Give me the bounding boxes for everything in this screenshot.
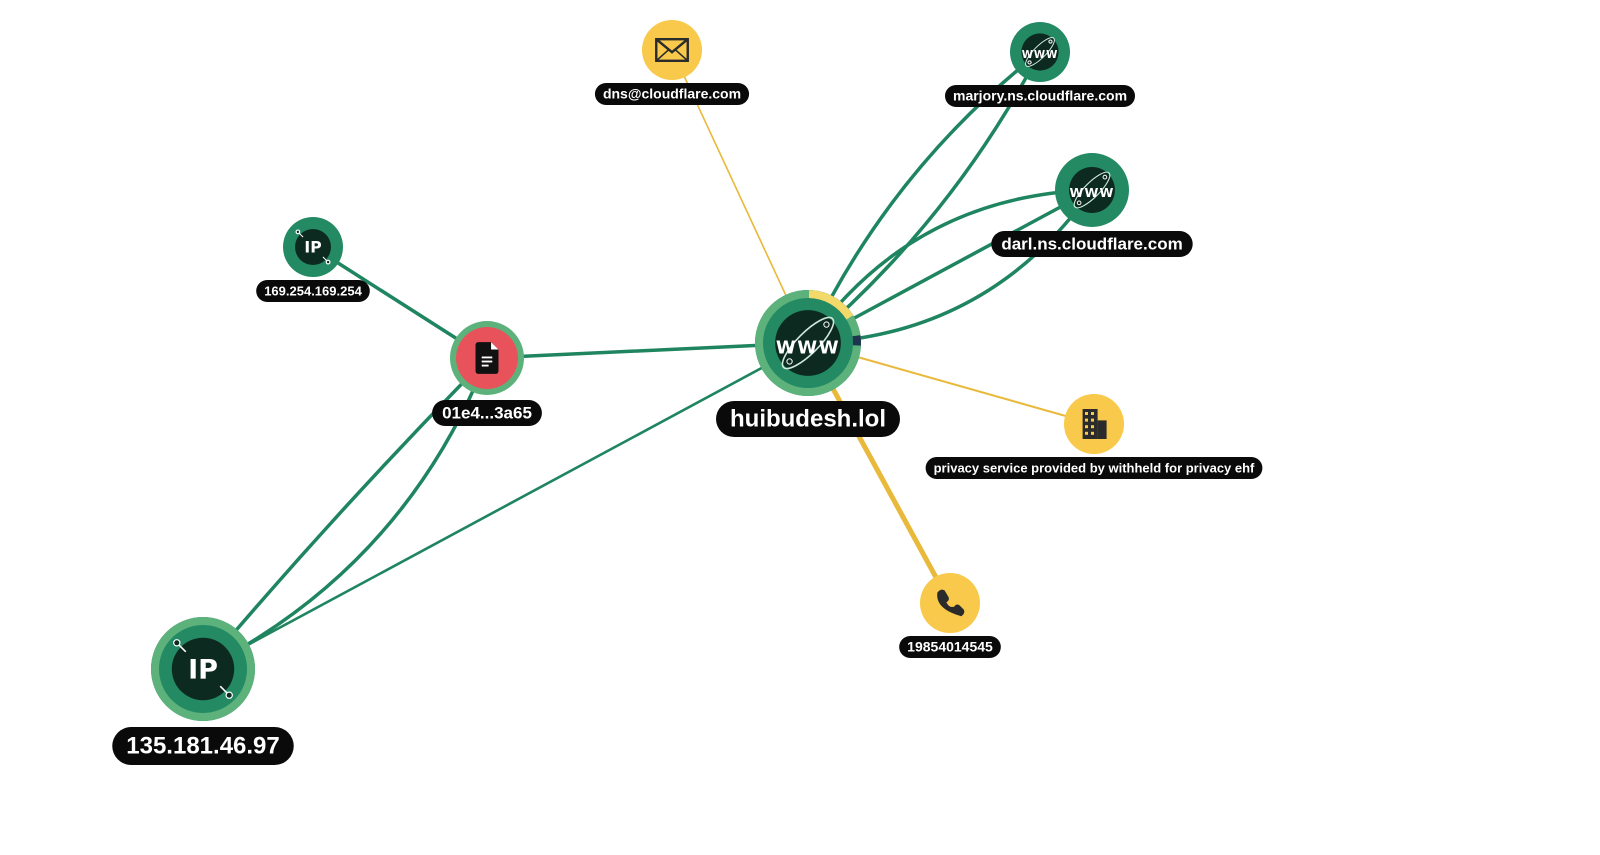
node-label-text: 01e4...3a65	[442, 403, 532, 422]
building-icon-window	[1091, 412, 1094, 415]
node-phone[interactable]: 19854014545	[899, 573, 1001, 658]
building-icon-window	[1091, 425, 1094, 429]
node-label: 01e4...3a65	[432, 400, 542, 426]
ip-icon-dot	[225, 691, 233, 699]
ip-icon-text: IP	[188, 655, 218, 686]
node-label-text: 135.181.46.97	[126, 732, 279, 759]
node-ring-segment	[852, 335, 861, 346]
orbit-dot	[1027, 60, 1032, 65]
node-ip-link-local[interactable]: IP 169.254.169.254	[256, 217, 370, 302]
node-label: marjory.ns.cloudflare.com	[944, 85, 1136, 107]
building-icon-window	[1085, 425, 1088, 429]
file-icon-line	[481, 360, 493, 363]
node-label-background	[256, 280, 370, 302]
ip-icon-dot	[325, 259, 331, 265]
node-label: 169.254.169.254	[256, 280, 370, 302]
node-ip-main[interactable]: IP 135.181.46.97	[112, 617, 294, 765]
node-label-background	[944, 85, 1136, 107]
node-file[interactable]: 01e4...3a65	[432, 321, 542, 426]
node-label-background	[899, 636, 1001, 658]
node-ns-marjory[interactable]: WWW marjory.ns.cloudflare.com	[944, 22, 1136, 107]
node-ring-segment	[808, 290, 854, 320]
phone-icon-handset	[937, 589, 965, 617]
mail-icon-flap	[655, 38, 689, 54]
node-email[interactable]: dns@cloudflare.com	[594, 20, 750, 105]
building-icon-window	[1091, 431, 1094, 435]
node-label: 19854014545	[899, 636, 1001, 658]
www-icon-text: WWW	[1070, 185, 1115, 200]
building-icon-window	[1085, 412, 1088, 415]
node-disc	[642, 20, 702, 80]
building-icon-window	[1091, 418, 1094, 422]
ip-icon-core	[178, 644, 228, 694]
file-icon-corner	[491, 342, 499, 350]
ip-icon-dot	[173, 639, 181, 647]
edge-file-to-ip-main	[201, 356, 489, 671]
mail-icon-fold	[655, 48, 670, 62]
file-icon	[475, 342, 499, 374]
node-ns-darl[interactable]: WWW darl.ns.cloudflare.com	[991, 153, 1193, 257]
nodes-layer: WWW huibudesh.lol WWW marjory.ns.cloudflare…	[112, 20, 1263, 765]
orbit-dot	[1076, 200, 1082, 206]
node-domain-main[interactable]: WWW huibudesh.lol	[716, 290, 900, 437]
node-label-text: darl.ns.cloudflare.com	[1001, 234, 1182, 253]
node-org[interactable]: privacy service provided by withheld for…	[925, 394, 1263, 479]
node-label-text: huibudesh.lol	[730, 405, 886, 432]
node-label-background	[432, 400, 542, 426]
node-label-text: 19854014545	[907, 639, 993, 655]
node-label: huibudesh.lol	[716, 401, 900, 437]
ip-icon-text: IP	[304, 239, 321, 257]
node-label: darl.ns.cloudflare.com	[991, 231, 1193, 257]
phone-icon	[937, 589, 965, 617]
node-label-background	[925, 457, 1263, 479]
mail-icon-fold	[674, 48, 689, 62]
mail-icon-body	[655, 37, 689, 63]
node-label-background	[112, 727, 294, 765]
www-icon-text: WWW	[776, 337, 840, 358]
node-disc	[920, 573, 980, 633]
node-label: 135.181.46.97	[112, 727, 294, 765]
node-label-text: marjory.ns.cloudflare.com	[953, 88, 1127, 104]
building-icon-tower	[1082, 409, 1098, 439]
ip-icon-core	[298, 232, 328, 262]
orbit-dot	[1102, 174, 1108, 180]
node-label-background	[594, 83, 750, 105]
orbit-dot	[1048, 39, 1053, 44]
node-label-text: privacy service provided by withheld for…	[934, 460, 1255, 475]
www-icon-text: WWW	[1022, 50, 1058, 61]
building-icon-window	[1085, 418, 1088, 422]
node-ring	[151, 617, 255, 721]
mail-icon	[655, 37, 689, 63]
orbit-ring	[781, 316, 835, 370]
orbit-ring	[1073, 171, 1111, 209]
node-label-text: 169.254.169.254	[264, 283, 362, 298]
node-label: privacy service provided by withheld for…	[925, 457, 1263, 479]
orbit-dot	[786, 358, 793, 365]
orbit-dot	[823, 321, 830, 328]
ip-icon-dot	[295, 229, 301, 235]
building-icon	[1082, 409, 1107, 439]
file-icon-line	[481, 364, 489, 367]
node-label-background	[991, 231, 1193, 257]
node-label-text: dns@cloudflare.com	[603, 86, 741, 102]
building-icon-annex	[1097, 420, 1107, 439]
orbit-ring	[1025, 37, 1055, 67]
edge-domain-main-to-ip-main	[201, 341, 810, 671]
building-icon-window	[1085, 431, 1088, 435]
node-label-background	[716, 401, 900, 437]
node-label: dns@cloudflare.com	[594, 83, 750, 105]
file-icon-line	[481, 356, 493, 359]
